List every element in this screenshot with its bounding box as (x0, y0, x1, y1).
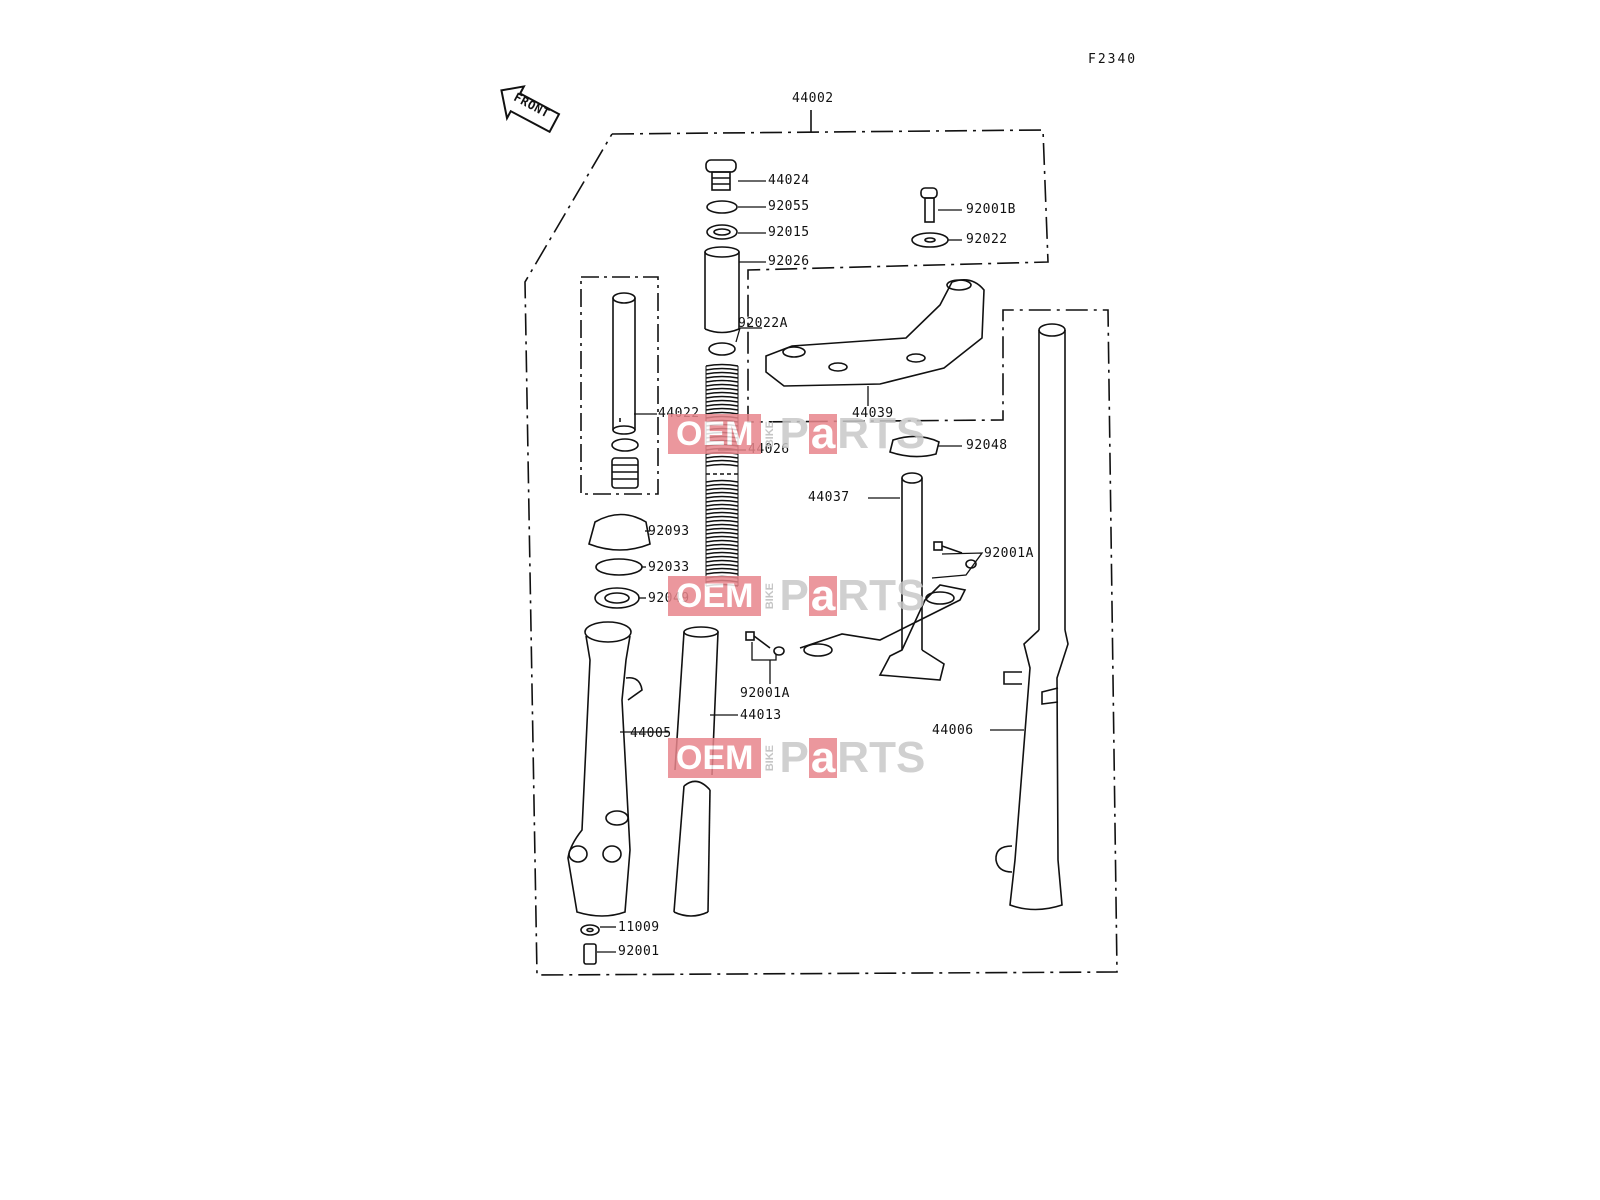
callout-92015: 92015 (768, 225, 810, 240)
callout-44006: 44006 (932, 723, 974, 738)
callout-92033: 92033 (648, 560, 690, 575)
oil-seal-92049 (594, 587, 640, 609)
callout-92001B: 92001B (966, 202, 1016, 217)
callout-92049: 92049 (648, 591, 690, 606)
assembly-boundary (524, 129, 1118, 976)
washer-92022A (708, 342, 736, 356)
damper-rod-44022 (611, 292, 639, 489)
callout-92022A: 92022A (738, 316, 788, 331)
callout-92026: 92026 (768, 254, 810, 269)
callout-92048: 92048 (966, 438, 1008, 453)
callout-44026: 44026 (748, 442, 790, 457)
front-arrow-icon (500, 85, 561, 134)
cap-bolt-44024 (705, 159, 737, 191)
fork-spring-44026 (705, 363, 739, 587)
callout-44039: 44039 (852, 406, 894, 421)
callout-44005: 44005 (630, 726, 672, 741)
callout-44022: 44022 (658, 406, 700, 421)
callout-92001: 92001 (618, 944, 660, 959)
callout-11009: 11009 (618, 920, 660, 935)
dust-seal-92093 (588, 513, 651, 551)
upper-bracket-44039 (765, 279, 985, 387)
fork-leg-44006 (995, 323, 1069, 911)
callout-92055: 92055 (768, 199, 810, 214)
washer-11009 (580, 924, 600, 936)
callout-92001A-center: 92001A (740, 686, 790, 701)
washer-92015 (706, 224, 738, 240)
o-ring-92055 (706, 200, 738, 214)
inner-kit-box (580, 276, 659, 495)
callout-92093: 92093 (648, 524, 690, 539)
callout-92001A-right: 92001A (984, 546, 1034, 561)
circlip-92033 (595, 558, 643, 576)
callout-92022: 92022 (966, 232, 1008, 247)
callout-44024: 44024 (768, 173, 810, 188)
diagram-code: F2340 (1088, 52, 1138, 67)
spacer-92026 (704, 246, 740, 334)
callout-44037: 44037 (808, 490, 850, 505)
steering-stem-44037 (799, 472, 967, 681)
bolt-92001 (583, 943, 597, 965)
callout-44002: 44002 (792, 91, 834, 106)
outer-tube-44005 (567, 621, 643, 917)
inner-tube-44013 (673, 626, 719, 917)
bolt-92001B (920, 187, 938, 199)
bearing-92048 (889, 435, 940, 458)
callout-44013: 44013 (740, 708, 782, 723)
washer-92022 (911, 232, 949, 248)
